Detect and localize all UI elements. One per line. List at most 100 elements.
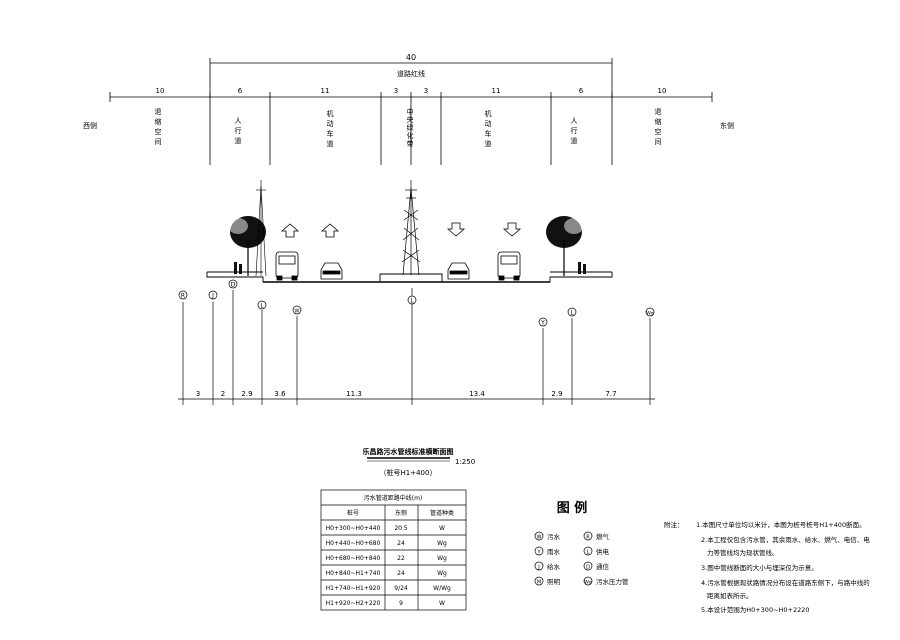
segment-label: 10 [658,87,667,95]
power-pipe-symbol: L [407,295,417,305]
right-pedestrian-icon [578,262,586,274]
segment-label: 6 [238,87,243,95]
note-line: 距离如表所示。 [707,591,753,600]
left-car-icon [320,262,343,280]
table-cell: W/Wg [433,585,451,592]
segment-label: 6 [579,87,584,95]
table-cell: H1+920~H2+220 [326,600,381,607]
right-tree-icon [546,216,584,276]
total-width-dimension [209,58,613,98]
table-cell: 24 [397,570,405,577]
segment-label: 10 [156,87,165,95]
pipe-symbol-text: D [231,282,236,289]
table-cell: H0+840~H1+740 [326,570,381,577]
legend-item: D 通信 [583,561,610,571]
bottom-dim-label: 7.7 [605,390,616,398]
red-line-label: 道路红线 [397,69,425,78]
power-pipe-symbol: L [567,307,577,317]
table-cell: 22 [397,555,405,562]
table-title: 污水管道距路中线(m) [364,494,423,502]
table-header: 桩号 [347,509,359,517]
note-line: 2.本工程仅包含污水管，其余雨水、给水、燃气、电信、电 [701,535,870,544]
pipe-symbol-text: Wg [646,311,653,317]
table-cell: W [439,525,445,532]
pipe-symbol-text: R [181,293,185,300]
segment-label: 11 [492,87,501,95]
sewage-pipe-symbol: W [292,305,302,315]
table-cell: 9 [399,600,403,607]
bottom-dim-label: 13.4 [469,390,485,398]
storm-pipe-symbol: Y [538,317,548,327]
bottom-dim-label: 3.6 [274,390,286,398]
legend-label: 燃气 [596,532,610,541]
distance-table [320,489,467,611]
note-line: 3.图中管线断面的大小与埋深仅为示意。 [701,563,818,572]
table-cell: Wg [437,555,447,562]
gas-pipe-symbol: R [178,290,188,300]
legend-symbol: R [586,535,590,541]
pipe-symbol-text: L [410,298,414,305]
note-line: 1.本图尺寸单位均以米计，本图为桩号桩号H1+400断面。 [696,520,866,529]
legend-label: 通信 [596,562,610,571]
table-cell: H0+440~H0+680 [326,540,381,547]
zone-label: 退缩空间 [154,107,162,148]
note-line: 5.本设计范围为H0+300~H0+2220 [701,605,810,614]
zone-label: 中央绿化带 [406,107,414,148]
segment-label: 11 [321,87,330,95]
table-cell: H0+300~H0+440 [326,525,381,532]
bottom-dim-label: 3 [196,390,200,398]
segment-dimension-line [109,92,713,165]
traffic-arrow-icons [280,222,522,238]
right-car-icon [447,262,470,280]
bottom-dim-label: 2 [221,390,225,398]
legend-item: W 污水 [534,531,561,541]
power-pipe-symbol: L [257,300,267,310]
legend-symbol: Y [536,550,541,556]
table-header: 东侧 [395,509,407,517]
pipe-symbol-text: L [260,303,264,310]
right-bus-icon [497,251,521,281]
legend-label: 污水 [547,532,561,541]
pipe-symbol-text: L [570,310,574,317]
table-cell: H0+680~H0+840 [326,555,381,562]
up-arrow-icon [280,223,300,238]
zone-label: 人行道 [234,117,242,147]
pipe-vertical-lines [182,288,651,405]
table-cell: H1+740~H1+920 [326,585,381,592]
legend-item: R 燃气 [583,531,610,541]
legend-label: 给水 [547,562,561,571]
table-cell: 20.5 [394,525,408,532]
sewage-pressure-pipe-symbol: Wg [645,307,655,317]
legend-symbol: M [537,580,541,586]
legend-item: Y 雨水 [534,546,561,556]
notes: 附注： 1.本图尺寸单位均以米计，本图为桩号桩号H1+400断面。 2.本工程仅… [664,520,870,614]
zone-labels: 退缩空间 人行道 机动车道 中央绿化带 机动车道 人行道 退缩空间 [154,107,662,150]
legend-label: 雨水 [547,547,561,556]
east-side-label: 东侧 [720,121,734,130]
pipe-symbols: R J D L W L Y L Wg [178,279,655,327]
zone-label: 退缩空间 [654,107,662,148]
legend-symbol: W [537,535,542,541]
bottom-dim-label: 2.9 [551,390,562,398]
section-subtitle: （桩号H1+400） [380,468,437,477]
segment-label: 3 [394,87,398,95]
legend-item: Wg 污水压力管 [583,576,629,586]
legend-symbol: D [586,565,590,571]
legend-title: 图 例 [557,500,588,516]
legend-label: 污水压力管 [596,577,629,586]
bottom-dim-label: 11.3 [346,390,362,398]
zone-label: 机动车道 [484,109,492,150]
telecom-pipe-symbol: D [228,279,238,289]
pipe-symbol-text: Y [540,320,545,327]
legend-label: 供电 [596,547,610,556]
legend-symbol: J [537,565,539,571]
median-tower-icon [401,180,421,276]
pipe-symbol-text: W [295,309,300,315]
down-arrow-icon [446,222,466,237]
legend-symbol: Wg [584,580,591,586]
table-cell: Wg [437,540,447,547]
bottom-dimension-labels: 3 2 2.9 3.6 11.3 13.4 2.9 7.7 [196,390,617,398]
